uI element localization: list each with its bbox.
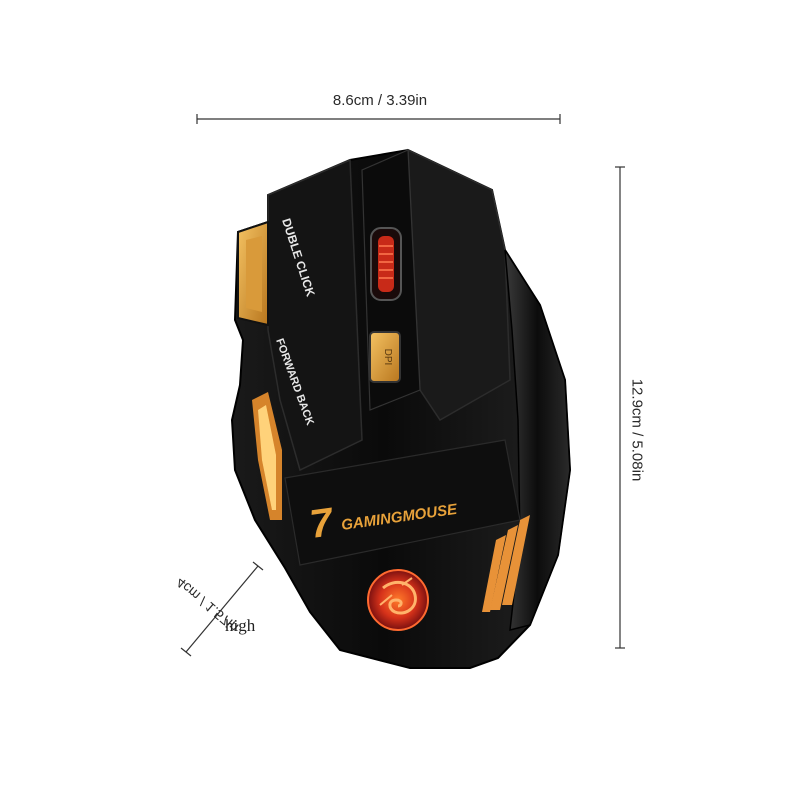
right-light-vents: [482, 515, 530, 612]
dpi-label: DPI: [382, 349, 393, 366]
depth-dimension-line: [185, 565, 259, 653]
dpi-button: [369, 331, 401, 383]
height-dimension-label: 12.9cm / 5.08in: [628, 378, 646, 482]
width-dimension-label: 8.6cm / 3.39in: [332, 92, 428, 109]
depth-caption: high: [225, 616, 256, 635]
